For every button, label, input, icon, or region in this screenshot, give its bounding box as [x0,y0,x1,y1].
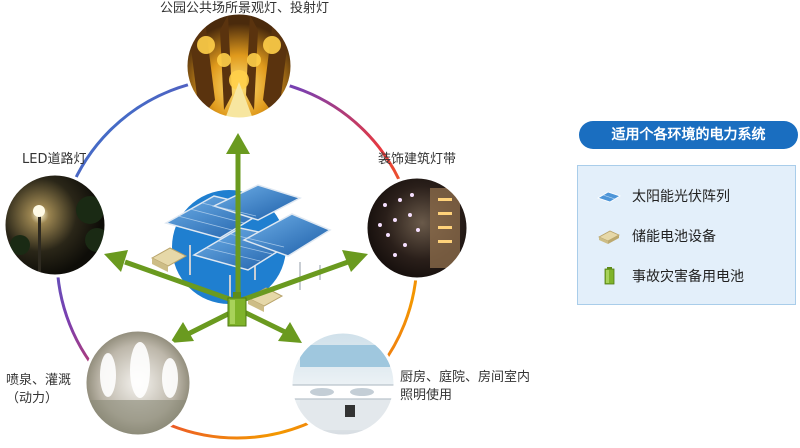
park-lights-photo [186,13,292,119]
legend-label-storage: 储能电池设备 [632,229,716,245]
legend-box: 太阳能光伏阵列 储能电池设备 事故灾害备用电池 [577,165,796,305]
legend-title: 适用个各环境的电力系统 [579,121,798,149]
kitchen-room-photo [291,332,395,436]
storage-battery-icon [598,230,620,244]
legend-item-solar: 太阳能光伏阵列 [596,184,730,208]
label-kitchen: 厨房、庭院、房间室内照明使用 [400,370,531,403]
label-park-lights: 公园公共场所景观灯、投射灯 [160,1,330,16]
legend-label-backup: 事故灾害备用电池 [632,269,744,285]
backup-battery-illustration [227,292,247,327]
legend-item-backup: 事故灾害备用电池 [596,264,744,288]
legend-label-solar: 太阳能光伏阵列 [632,189,730,205]
label-decorative-lights: 装饰建筑灯带 [378,152,457,167]
backup-battery-icon [604,267,615,285]
legend-item-storage: 储能电池设备 [596,224,716,248]
led-road-light-photo [4,174,106,276]
label-led-road-light: LED道路灯 [22,152,87,167]
arrows [104,133,368,343]
decorative-strip-lights-photo [366,177,468,279]
label-fountain: 喷泉、灌溉（动力） [6,373,72,406]
solar-array-illustration [150,184,332,312]
solar-panel-icon [597,191,621,203]
